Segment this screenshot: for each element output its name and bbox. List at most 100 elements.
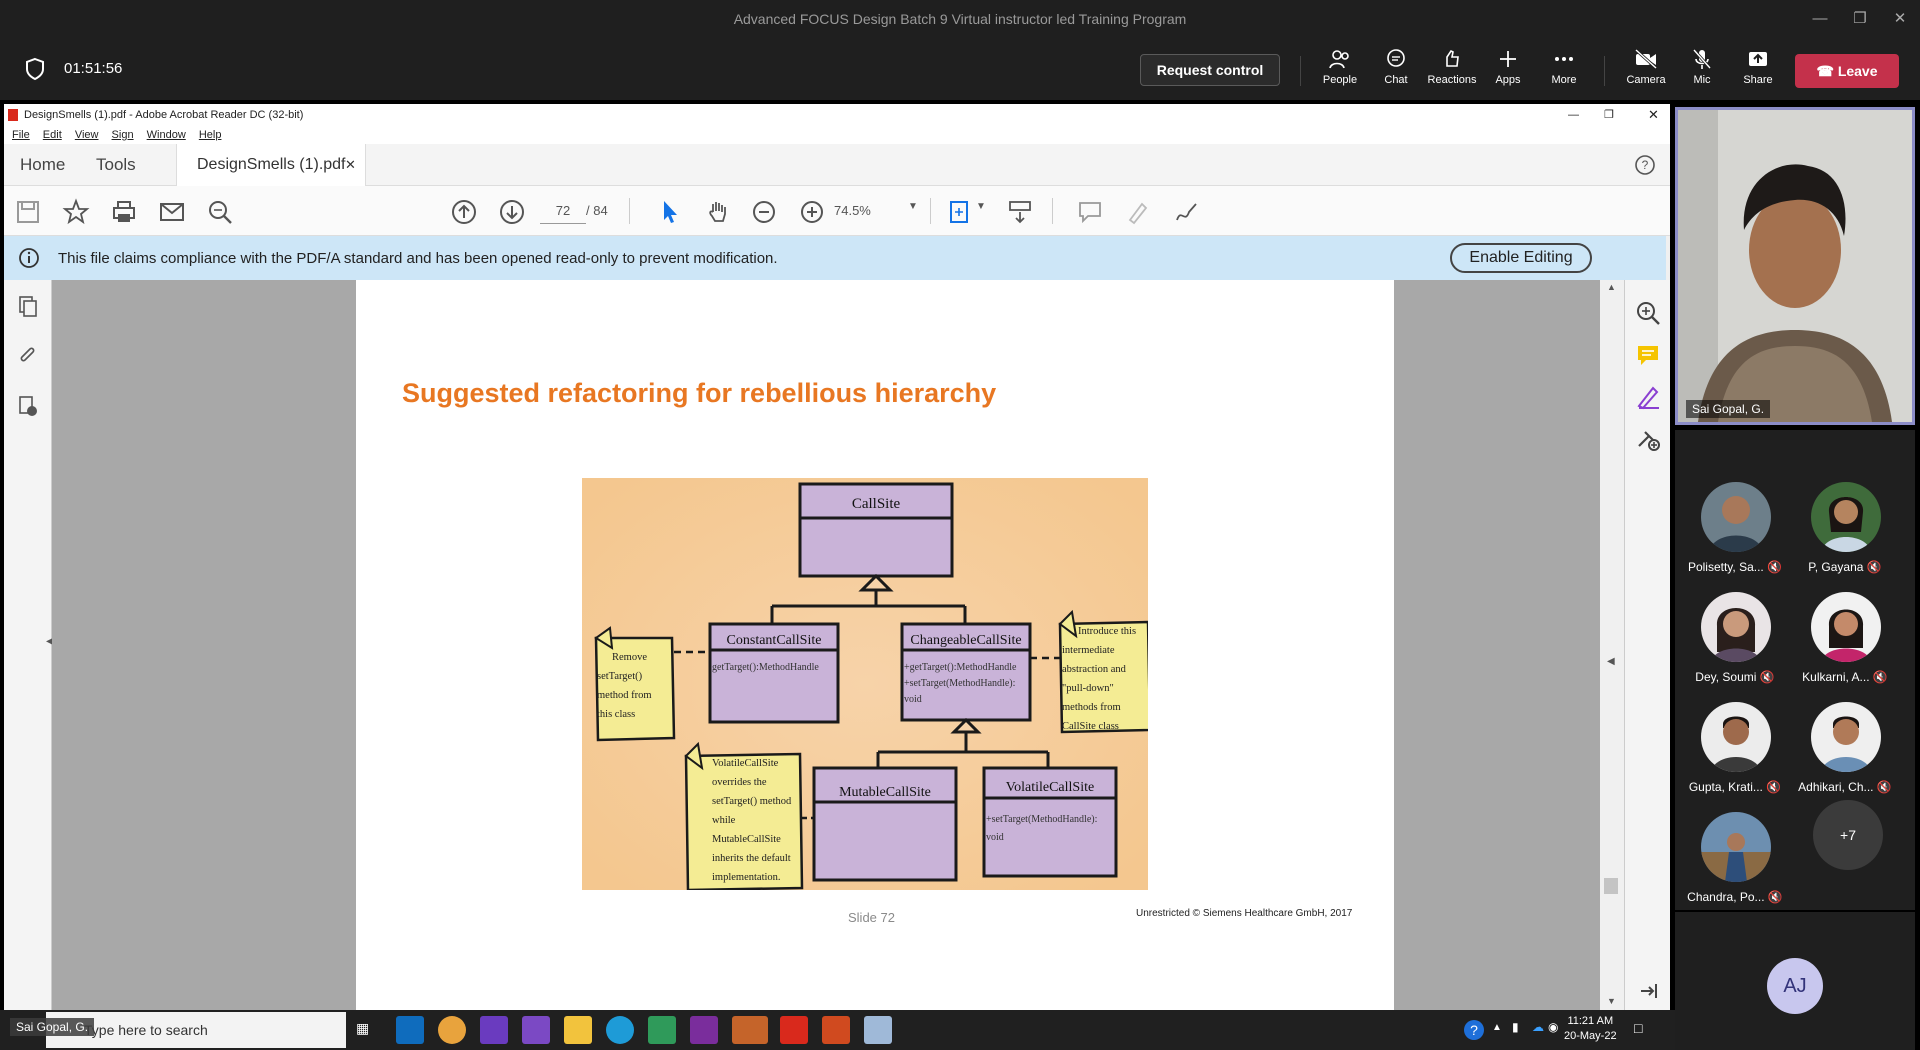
class-callsite: CallSite	[798, 482, 954, 578]
search-icon[interactable]	[206, 198, 234, 226]
menu-help[interactable]: Help	[198, 129, 222, 141]
collapse-left-icon[interactable]: ◀	[46, 636, 54, 647]
onedrive-icon[interactable]: ☁	[1532, 1020, 1544, 1034]
taskbar-search-box[interactable]: Type here to search	[46, 1012, 346, 1048]
menu-edit[interactable]: Edit	[42, 129, 62, 141]
teams-taskbar-icon[interactable]	[732, 1016, 768, 1044]
notifications-icon[interactable]: □	[1634, 1020, 1643, 1036]
collapse-right-icon[interactable]: ◀	[1607, 656, 1615, 667]
next-page-icon[interactable]	[498, 198, 526, 226]
paperclip-icon[interactable]	[16, 344, 40, 368]
visual-studio-taskbar-icon[interactable]	[522, 1016, 550, 1044]
participant-tile[interactable]: Adhikari, Ch... 🔇	[1785, 676, 1905, 794]
more-button[interactable]: More	[1536, 48, 1592, 94]
fill-sign-icon[interactable]	[1635, 384, 1661, 410]
select-cursor-icon[interactable]	[656, 198, 684, 226]
close-icon[interactable]: ✕	[1893, 10, 1907, 27]
chevron-down-icon[interactable]: ▼	[976, 201, 986, 212]
snipping-tool-taskbar-icon[interactable]	[864, 1016, 892, 1044]
zoom-out-icon[interactable]	[750, 198, 778, 226]
hand-tool-icon[interactable]	[704, 198, 732, 226]
sign-icon[interactable]	[1172, 198, 1200, 226]
participant-initials-tile: AJ	[1675, 912, 1915, 1050]
class-method: +getTarget():MethodHandle	[904, 662, 1017, 673]
vscode-taskbar-icon[interactable]	[480, 1016, 508, 1044]
zoom-level-select[interactable]: 74.5%	[834, 203, 871, 218]
share-button[interactable]: Share	[1730, 48, 1786, 94]
restore-icon[interactable]: ❐	[1853, 10, 1867, 27]
participant-tile[interactable]: Polisetty, Sa... 🔇	[1675, 456, 1795, 574]
notepad-taskbar-icon[interactable]	[648, 1016, 676, 1044]
more-tools-icon[interactable]	[1635, 426, 1661, 452]
help-icon[interactable]: ?	[1634, 154, 1656, 176]
zoom-search-icon[interactable]	[1635, 300, 1661, 326]
minimize-icon[interactable]: —	[1812, 10, 1828, 27]
chat-button[interactable]: Chat	[1368, 48, 1424, 94]
chevron-down-icon[interactable]: ▼	[908, 201, 918, 212]
apps-button[interactable]: Apps	[1480, 48, 1536, 94]
menu-window[interactable]: Window	[146, 129, 186, 141]
tab-document[interactable]: DesignSmells (1).pdf ✕	[176, 144, 366, 187]
initials-avatar[interactable]: AJ	[1767, 958, 1823, 1014]
wifi-icon[interactable]: ◉	[1548, 1020, 1559, 1034]
powerpoint-taskbar-icon[interactable]	[822, 1016, 850, 1044]
scroll-down-icon[interactable]: ▼	[1607, 996, 1616, 1006]
reactions-button[interactable]: Reactions	[1424, 48, 1480, 94]
task-view-icon[interactable]: ▦	[356, 1020, 370, 1036]
onenote-taskbar-icon[interactable]	[690, 1016, 718, 1044]
menu-view[interactable]: View	[74, 129, 99, 141]
chevron-up-icon[interactable]: ▲	[1492, 1022, 1502, 1033]
close-tab-icon[interactable]: ✕	[345, 157, 356, 172]
outlook-taskbar-icon[interactable]	[396, 1016, 424, 1044]
star-icon[interactable]	[62, 198, 90, 226]
pages-icon[interactable]	[16, 294, 40, 318]
enable-editing-button[interactable]: Enable Editing	[1450, 243, 1592, 273]
participant-name: Dey, Soumi 🔇	[1695, 670, 1775, 684]
more-participants-badge[interactable]: +7	[1813, 800, 1883, 870]
participant-tile[interactable]: Dey, Soumi 🔇	[1675, 566, 1795, 684]
file-explorer-taskbar-icon[interactable]	[564, 1016, 592, 1044]
scroll-up-icon[interactable]: ▲	[1607, 282, 1616, 292]
participant-grid: Polisetty, Sa... 🔇 P, Gayana 🔇 Dey, Soum…	[1675, 430, 1915, 910]
document-viewport[interactable]: Suggested refactoring for rebellious hie…	[52, 280, 1600, 1010]
previous-page-icon[interactable]	[450, 198, 478, 226]
camera-button[interactable]: Camera	[1618, 48, 1674, 94]
fit-page-icon[interactable]	[946, 198, 974, 226]
minimize-icon[interactable]: —	[1568, 109, 1579, 121]
page-number-input[interactable]	[540, 198, 586, 224]
edge-taskbar-icon[interactable]	[606, 1016, 634, 1044]
menu-sign[interactable]: Sign	[111, 129, 134, 141]
mic-button[interactable]: Mic	[1674, 48, 1730, 94]
restore-icon[interactable]: ❐	[1604, 109, 1614, 121]
save-icon[interactable]	[14, 198, 42, 226]
acrobat-taskbar-icon[interactable]	[780, 1016, 808, 1044]
leave-button[interactable]: ☎ Leave	[1795, 54, 1899, 88]
comment-tool-icon[interactable]	[1635, 342, 1661, 368]
expand-panel-icon[interactable]	[1637, 980, 1659, 1002]
battery-icon[interactable]: ▮	[1512, 1020, 1519, 1034]
help-tray-icon[interactable]: ?	[1462, 1018, 1486, 1042]
system-clock[interactable]: 11:21 AM 20-May-22	[1564, 1014, 1617, 1044]
participant-tile[interactable]: Kulkarni, A... 🔇	[1785, 566, 1905, 684]
comment-icon[interactable]	[1076, 198, 1104, 226]
participant-tile[interactable]: Chandra, Po... 🔇	[1675, 786, 1795, 904]
print-icon[interactable]	[110, 198, 138, 226]
highlight-pen-icon[interactable]	[1124, 198, 1152, 226]
zoom-in-icon[interactable]	[798, 198, 826, 226]
participant-tile[interactable]: P, Gayana 🔇	[1785, 456, 1905, 574]
share-icon	[1749, 52, 1767, 66]
participant-tile[interactable]: Gupta, Krati... 🔇	[1675, 676, 1795, 794]
email-icon[interactable]	[158, 198, 186, 226]
tab-tools[interactable]: Tools	[96, 155, 136, 174]
vertical-scrollbar[interactable]: ▲ ▼	[1600, 280, 1624, 1010]
people-button[interactable]: People	[1312, 48, 1368, 94]
document-properties-icon[interactable]	[16, 394, 40, 418]
request-control-button[interactable]: Request control	[1140, 54, 1280, 86]
chrome-taskbar-icon[interactable]	[438, 1016, 466, 1044]
scroll-mode-icon[interactable]	[1006, 198, 1034, 226]
tab-home[interactable]: Home	[20, 155, 66, 174]
scrollbar-thumb[interactable]	[1604, 878, 1618, 894]
class-mutablecallsite: MutableCallSite	[812, 766, 958, 882]
close-icon[interactable]: ✕	[1648, 107, 1659, 122]
menu-file[interactable]: File	[12, 129, 30, 141]
